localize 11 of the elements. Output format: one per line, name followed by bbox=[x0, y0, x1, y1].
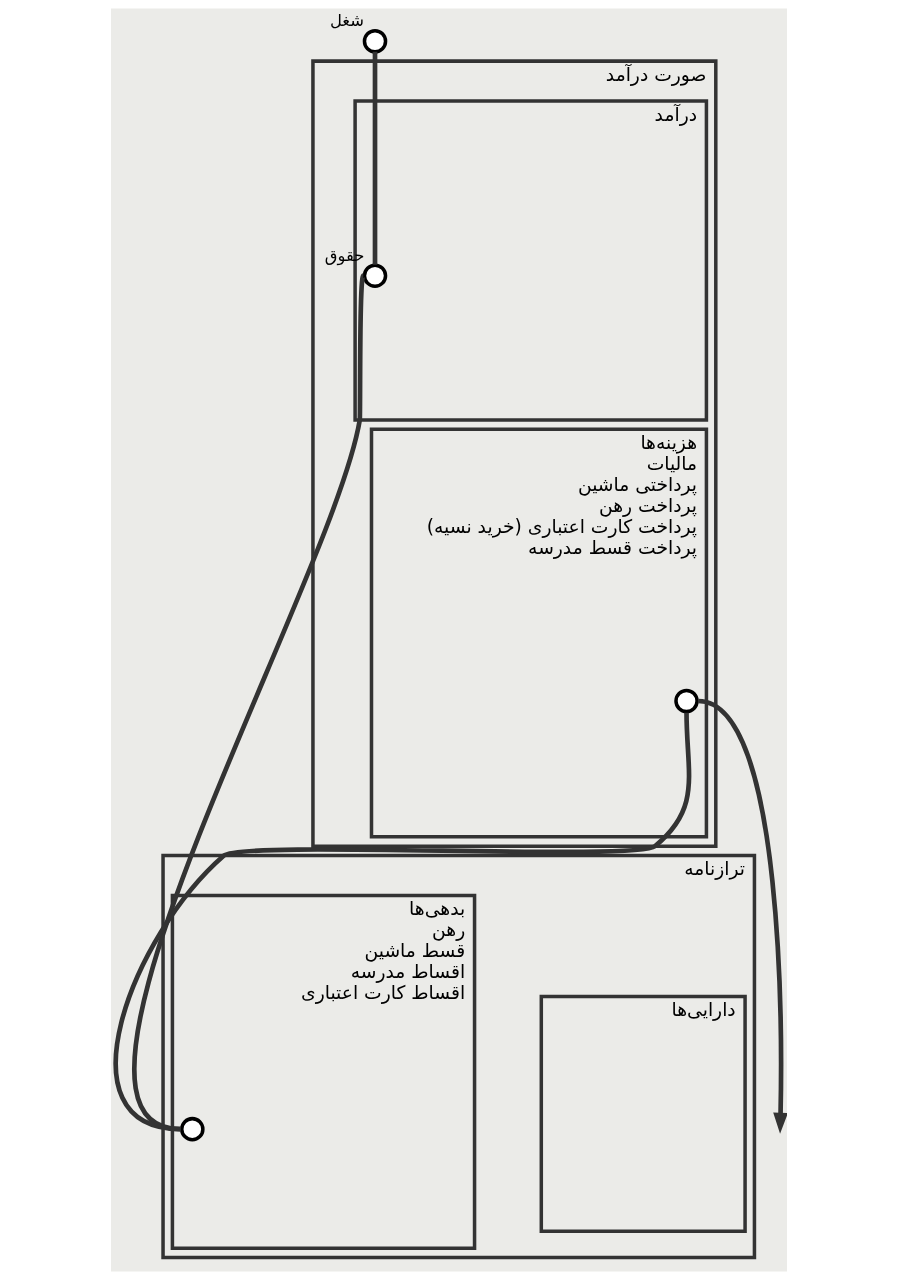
arrow bbox=[697, 698, 787, 1134]
node-circle bbox=[362, 263, 388, 288]
node-label: شغل bbox=[329, 11, 364, 31]
cluster: بدهی‌ها رهن قسط ماشین اقساط مدرسه اقساط کارت اعتباری bbox=[170, 893, 477, 1250]
connector bbox=[114, 712, 692, 1132]
cluster: هزینه‌ها مالیات پرداختی ماشین پرداخت رهن پرداخت کارت اعتباری (خرید نسیه) پرداخت قسط مدرسه bbox=[369, 427, 709, 839]
node-circle bbox=[674, 688, 699, 714]
node-box: دارایی‌ها bbox=[539, 994, 747, 1234]
node-circle bbox=[362, 28, 388, 54]
connector bbox=[372, 51, 378, 265]
node-circle bbox=[180, 1116, 205, 1142]
